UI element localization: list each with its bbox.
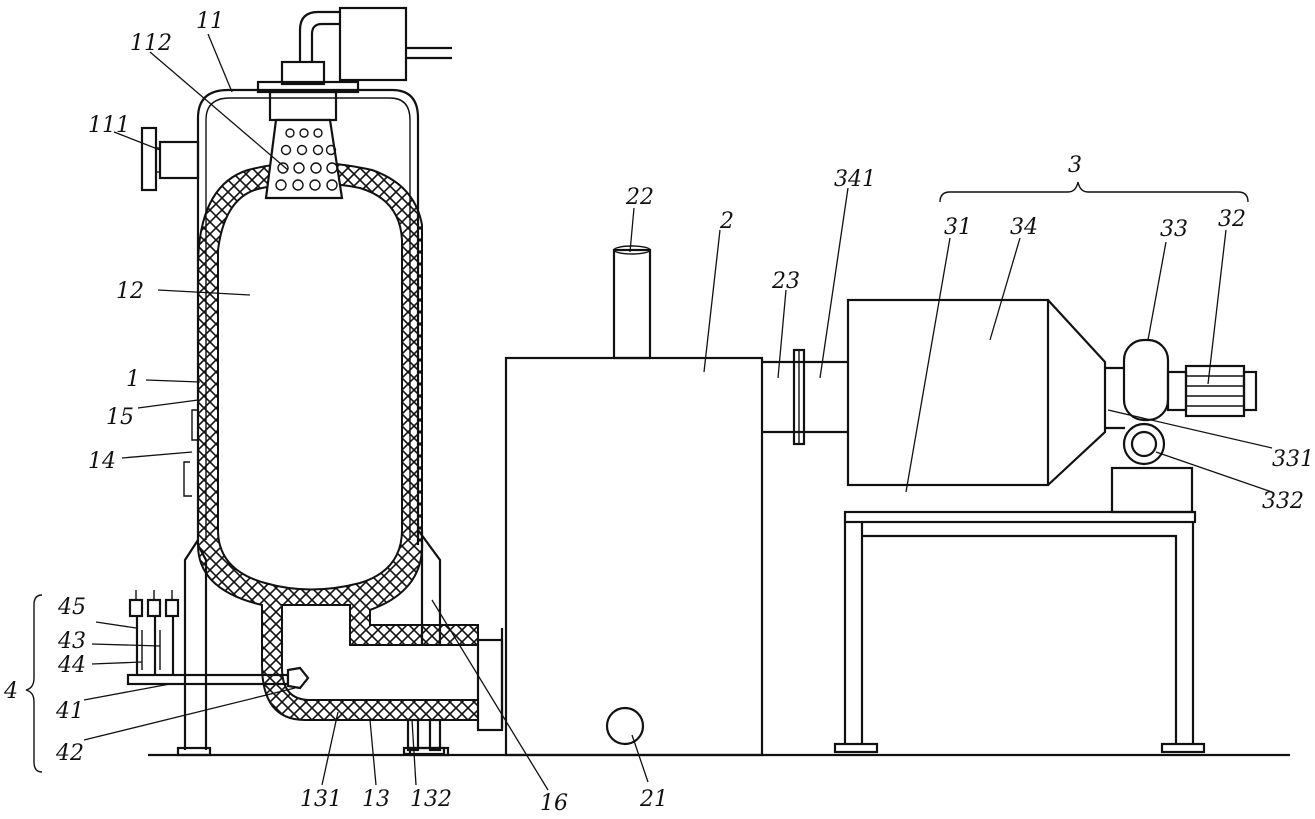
label-14: 14 [88, 449, 116, 474]
label-33: 33 [1160, 217, 1188, 242]
label-1: 1 [126, 367, 140, 392]
label-13: 13 [362, 787, 390, 812]
label-3: 3 [1068, 153, 1082, 178]
side-inlet-flange [140, 126, 200, 192]
label-34: 34 [1010, 215, 1038, 240]
reference-labels: 11 111 112 12 1 15 14 4 45 43 44 41 42 1… [3, 9, 1314, 816]
top-spray-assembly [256, 6, 452, 200]
burner-assembly [126, 590, 310, 690]
group-3-brace [939, 181, 1249, 203]
insulation-layer [197, 161, 479, 721]
label-132: 132 [410, 787, 452, 812]
label-2: 2 [719, 209, 734, 234]
label-41: 41 [55, 699, 84, 724]
label-11: 11 [196, 9, 224, 34]
label-4: 4 [3, 679, 18, 704]
label-22: 22 [625, 185, 654, 210]
label-21: 21 [639, 787, 668, 812]
label-15: 15 [106, 405, 134, 430]
label-43: 43 [57, 629, 86, 654]
label-331: 331 [1272, 447, 1314, 472]
group-4-brace [25, 594, 43, 773]
label-42: 42 [55, 741, 84, 766]
label-32: 32 [1218, 207, 1246, 232]
label-12: 12 [116, 279, 144, 304]
bottom-outlet-pipes [402, 628, 504, 756]
label-45: 45 [57, 595, 86, 620]
label-23: 23 [771, 269, 800, 294]
fan-unit [833, 298, 1258, 754]
label-341: 341 [834, 167, 876, 192]
collection-tank [504, 245, 848, 757]
label-31: 31 [944, 215, 972, 240]
label-44: 44 [57, 653, 86, 678]
label-111: 111 [88, 113, 130, 138]
label-332: 332 [1262, 489, 1304, 514]
label-131: 131 [300, 787, 342, 812]
label-112: 112 [130, 31, 172, 56]
label-16: 16 [540, 791, 568, 816]
leader-lines [83, 33, 1273, 791]
